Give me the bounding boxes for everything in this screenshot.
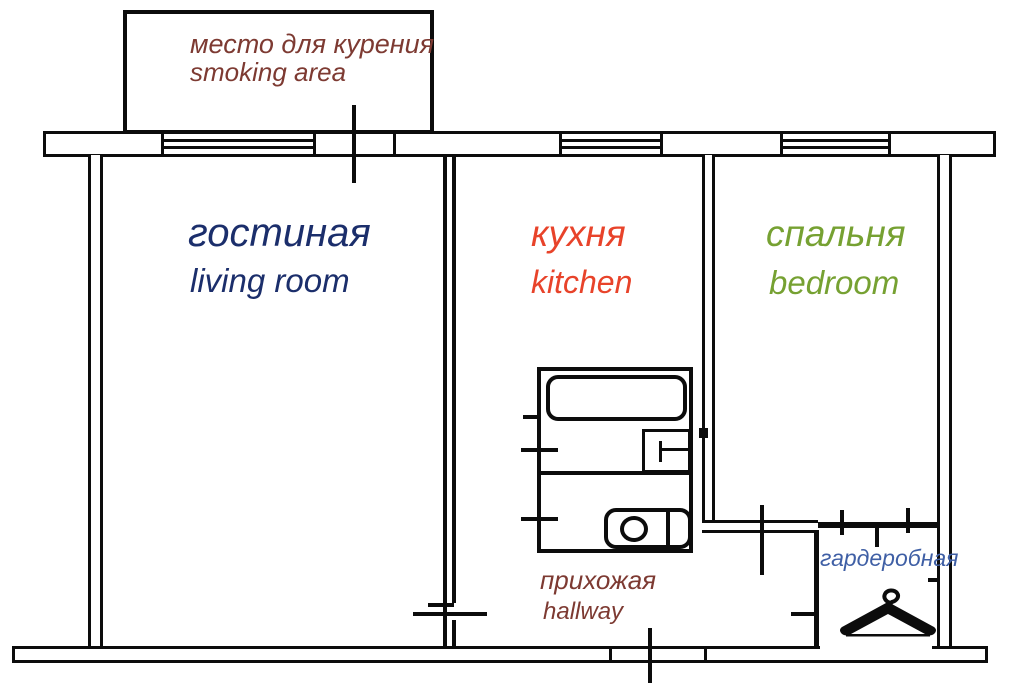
living-room-door-mark [413,612,487,616]
bathroom-divider-wall [537,471,693,475]
wardrobe-top-wall [818,522,940,528]
clothes-hanger-icon [840,588,936,637]
wall-joint [609,649,612,660]
window-glass-line [164,139,313,142]
sink [642,429,691,473]
wardrobe-floor-opening [820,645,932,650]
entrance-door-mark [648,628,652,683]
wall-joint [393,134,396,154]
window-glass-line [783,146,888,149]
bathtub [546,375,687,421]
toilet [604,508,692,549]
living-kitchen-wall-line [452,155,456,603]
wardrobe-hatch-mark [906,508,910,533]
bathroom-door-mark [523,415,539,419]
bedroom-label-ru: спальня [766,213,906,254]
living-room-label-ru: гостиная [188,211,371,255]
living-room-door-mark [428,603,454,607]
living-room-window [161,134,316,154]
top-exterior-wall [43,131,996,157]
wardrobe-niche-mark [928,578,939,582]
sink-tap-mark [659,448,690,451]
window-glass-line [164,146,313,149]
window-glass-line [562,139,660,142]
hallway-label-en: hallway [543,598,624,625]
wardrobe-label-ru: гардеробная [820,545,959,571]
wardrobe-hatch-mark [875,522,879,547]
kitchen-label-en: kitchen [531,264,633,300]
wall-joint [704,649,707,660]
wardrobe-left-wall [814,530,819,648]
bathroom-door-mark [521,517,558,521]
left-exterior-wall [88,155,103,648]
kitchen-window [559,134,663,154]
bedroom-window [780,134,891,154]
toilet-tank-line [666,510,670,547]
wall-junction-mark [699,428,708,438]
bathroom-door-mark [521,448,558,452]
bedroom-door-mark [760,505,764,575]
bedroom-label-en: bedroom [769,264,900,301]
living-kitchen-wall-line [452,620,456,648]
window-glass-line [562,146,660,149]
smoking-area-label-en: smoking area [190,57,347,87]
kitchen-label-ru: кухня [531,213,626,254]
kitchen-bedroom-wall [702,155,715,533]
hallway-label-ru: прихожая [540,565,657,595]
window-glass-line [783,139,888,142]
living-room-label-en: living room [190,262,350,299]
balcony-door-mark [352,105,356,183]
wardrobe-door-mark [791,612,816,616]
wardrobe-hatch-mark [840,510,844,535]
toilet-bowl [620,516,648,542]
right-exterior-wall [937,155,952,648]
smoking-area-label-ru: место для курения [190,29,435,59]
bottom-exterior-wall [12,646,988,663]
sink-tap-mark [659,441,662,462]
living-kitchen-wall-line [443,155,447,648]
